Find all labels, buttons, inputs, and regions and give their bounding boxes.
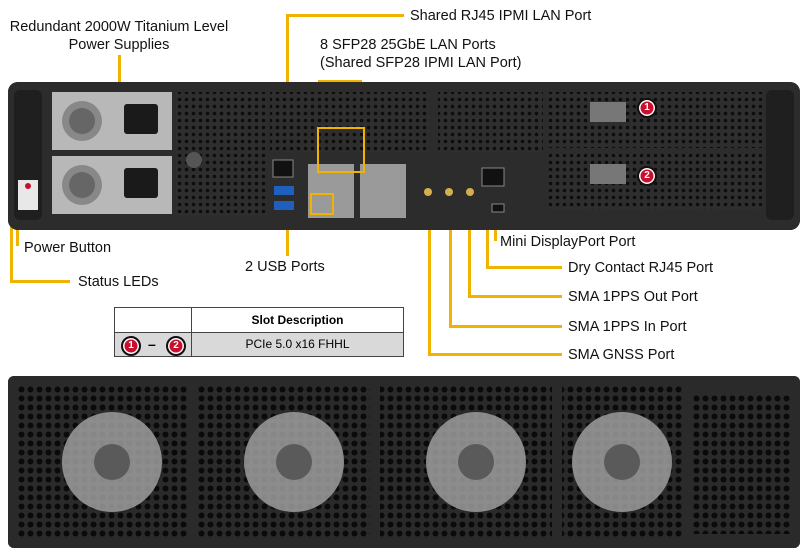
dry-contact-rj45 [481,167,505,187]
mini-dp-port [491,203,505,213]
sma-pps-out [466,188,474,196]
label-sma-pps-in: SMA 1PPS In Port [568,319,687,335]
label-sma-pps-out: SMA 1PPS Out Port [568,289,698,305]
chassis-rear-drawing [8,82,800,230]
ppsin-line-h [449,325,562,328]
fan-grille-side [692,394,790,534]
status-leds-line-v [10,208,13,282]
label-power-button: Power Button [24,240,112,256]
usb-callout-line [286,210,289,256]
right-ear [766,90,794,220]
gnss-line-v [428,215,431,355]
fan-panel-drawing [8,376,800,548]
slot-table-row [115,333,403,356]
slot-table-badge-to: 2 [166,336,186,356]
slot-table-header: Slot Description [251,313,344,327]
usb-port-2 [274,201,294,210]
slot-table-badge-from: 1 [121,336,141,356]
label-sma-gnss: SMA GNSS Port [568,347,675,363]
pcie-slot-badge-1: 1 [637,98,657,118]
dry-line-h [486,266,562,269]
label-usb: 2 USB Ports [245,259,325,275]
label-power-supplies: Redundant 2000W Titanium Level Power Sup… [2,18,236,54]
slot-table-divider [191,308,192,356]
sfp-callout-line-h [318,80,362,83]
label-power-supplies-line1: Redundant 2000W Titanium Level [9,19,229,35]
gnss-line-h [428,353,562,356]
ppsin-line-v [449,215,452,327]
slot-description-table: Slot Description 1 – 2 PCIe 5.0 x16 FHHL [114,307,404,357]
pcie-slot-1 [548,92,762,148]
label-status-leds: Status LEDs [78,274,159,290]
status-leds-line-h [10,280,70,283]
usb-port-1 [274,186,294,195]
ipmi-rj45-port [272,159,294,178]
slot-table-description: PCIe 5.0 x16 FHHL [245,337,350,351]
slot-table-header-row [115,308,403,333]
label-ipmi-rj45: Shared RJ45 IPMI LAN Port [410,8,592,24]
label-dry-contact: Dry Contact RJ45 Port [568,260,714,276]
label-sfp-line2: (Shared SFP28 IPMI LAN Port) [320,55,522,71]
slot-table-separator: – [148,336,156,352]
label-sfp: 8 SFP28 25GbE LAN Ports (Shared SFP28 IP… [320,36,521,72]
fan-panel [8,376,800,548]
chassis-knob [186,152,202,168]
label-sfp-line1: 8 SFP28 25GbE LAN Ports [320,37,496,53]
vent-mesh-mid [270,92,430,152]
vent-mesh-right [438,92,543,152]
pcie-slot-badge-2: 2 [637,166,657,186]
sma-pps-in [445,188,453,196]
ppsout-line-v [468,215,471,297]
ppsout-line-h [468,295,562,298]
sfp-cage-2 [360,164,406,218]
label-mini-dp: Mini DisplayPort Port [500,234,636,250]
ipmi-callout-line-h [286,14,404,17]
chassis-rear-panel [8,82,800,230]
label-power-supplies-line2: Power Supplies [68,37,170,53]
psu-callout-line [118,55,121,95]
sma-gnss [424,188,432,196]
